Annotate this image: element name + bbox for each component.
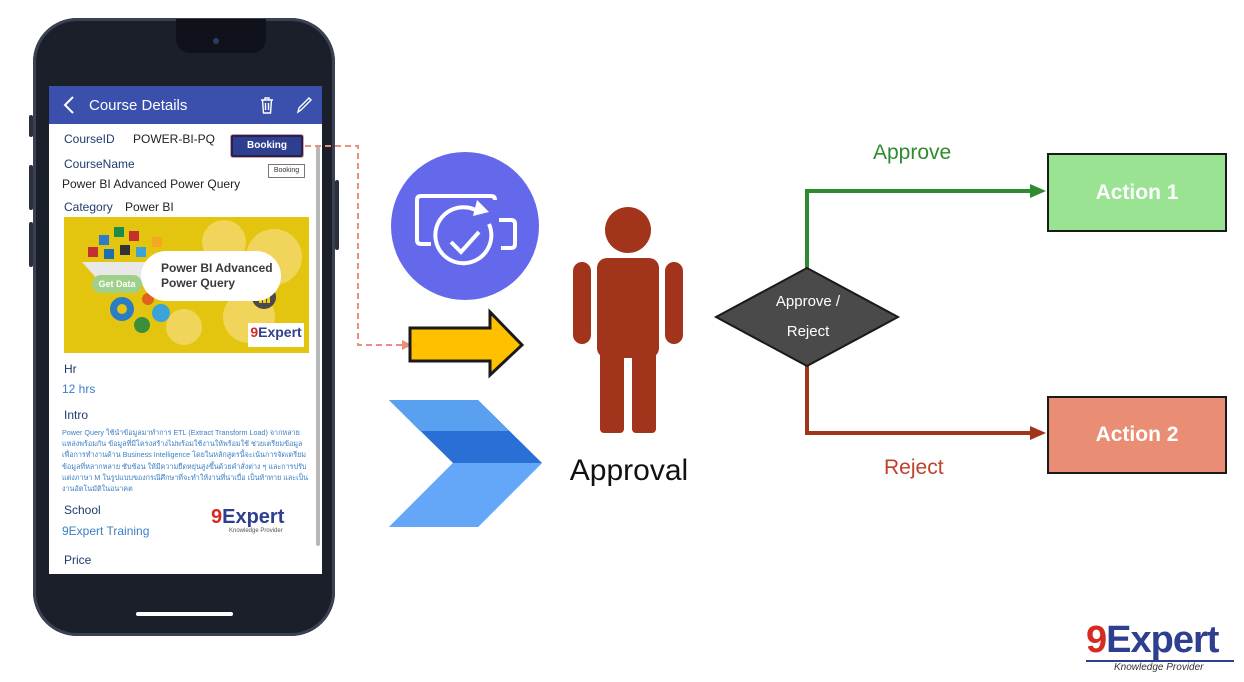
category-label: Category <box>64 200 113 214</box>
reject-label: Reject <box>884 456 944 479</box>
trash-icon[interactable] <box>259 96 275 114</box>
phone-screen: Course Details CourseID POWER-BI-PQ Book… <box>49 86 322 574</box>
course-name-label: CourseName <box>64 157 135 171</box>
course-name-value: Power BI Advanced Power Query <box>62 177 241 191</box>
dashed-connector <box>305 145 408 346</box>
phone-camera <box>213 38 219 44</box>
course-id-label: CourseID <box>64 132 115 146</box>
school-value: 9Expert Training <box>62 524 150 538</box>
brand-tagline: Knowledge Provider <box>1086 660 1234 674</box>
approval-label: Approval <box>569 454 689 487</box>
phone-side-button <box>29 115 33 137</box>
image-title: Power BI Advanced Power Query <box>161 261 273 290</box>
approve-label: Approve <box>873 141 952 164</box>
edit-pencil-icon[interactable] <box>295 95 313 115</box>
category-value: Power BI <box>125 200 174 214</box>
hr-label: Hr <box>64 362 77 376</box>
page-title: Course Details <box>89 97 188 114</box>
booking-button[interactable]: Booking <box>230 134 304 158</box>
course-id-value: POWER-BI-PQ <box>133 132 216 146</box>
brand-logo: 9Expert Knowledge Provider <box>1086 620 1234 674</box>
power-automate-icon <box>389 400 542 527</box>
dashed-connector-head <box>402 340 412 350</box>
intro-text: Power Query ใช้นำข้อมูลมาทำการ ETL (Extr… <box>62 428 309 494</box>
reject-arrowhead <box>1030 426 1046 440</box>
approve-line <box>805 189 1032 268</box>
school-logo: 9Expert Knowledge Provider <box>211 506 285 534</box>
person-icon <box>573 207 683 433</box>
school-label: School <box>64 503 101 517</box>
approve-arrowhead <box>1030 184 1046 198</box>
action-2-box: Action 2 <box>1047 396 1227 474</box>
home-indicator <box>136 612 233 616</box>
course-image: Power BI Advanced Power Query Get Data 9… <box>64 217 309 353</box>
back-chevron-icon[interactable] <box>61 95 79 115</box>
hr-value: 12 hrs <box>62 382 96 396</box>
app-header: Course Details <box>49 86 322 124</box>
intro-label: Intro <box>64 408 89 422</box>
approvals-circle-icon <box>391 152 539 300</box>
image-logo: 9Expert <box>248 323 304 347</box>
phone-side-button <box>29 165 33 210</box>
price-label: Price <box>64 553 92 567</box>
phone-notch <box>176 19 266 53</box>
phone-side-button <box>29 222 33 267</box>
decision-diamond <box>713 266 901 368</box>
phone-side-button <box>335 180 339 250</box>
image-title-pill <box>141 251 281 301</box>
yellow-arrow-icon <box>408 308 525 379</box>
get-data-badge: Get Data <box>92 275 142 293</box>
booking-button-small[interactable]: Booking <box>268 164 305 178</box>
scrollbar[interactable] <box>316 146 320 546</box>
decision-text: Approve / Reject <box>775 293 841 340</box>
action-1-box: Action 1 <box>1047 153 1227 232</box>
reject-line <box>805 366 1032 435</box>
